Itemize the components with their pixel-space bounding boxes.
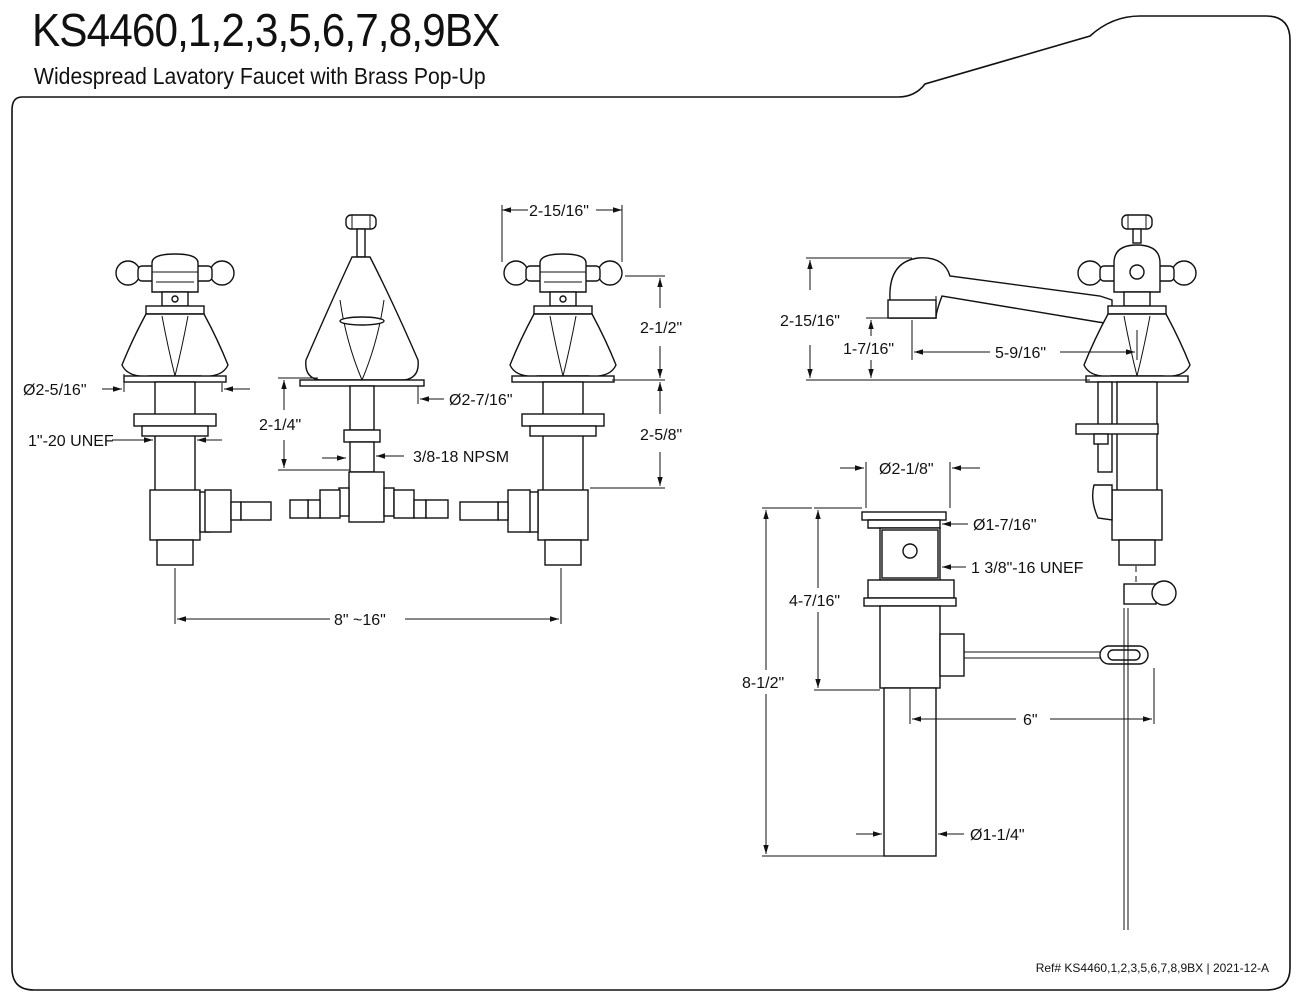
dim-overall-drain-length: 8-1/2" [742, 675, 784, 692]
dim-handle-width: 2-15/16" [529, 203, 589, 220]
dim-handle-thread: 1"-20 UNEF [28, 433, 114, 450]
product-description: Widespread Lavatory Faucet with Brass Po… [34, 63, 486, 89]
dim-faucet-height: 2-15/16" [780, 313, 840, 330]
dim-handle-height: 2-1/2" [640, 320, 682, 337]
dim-spout-clearance: 1-7/16" [843, 341, 894, 358]
front-view [102, 205, 665, 624]
dim-drain-flange-diameter: Ø2-1/8" [879, 461, 934, 478]
dim-spout-thread: 3/8-18 NPSM [413, 449, 509, 466]
model-number-title: KS4460,1,2,3,5,6,7,8,9BX [32, 4, 500, 56]
dim-spout-base-diameter: Ø2-7/16" [449, 392, 513, 409]
dim-handle-base-diameter: Ø2-5/16" [23, 382, 87, 399]
center-spout [289, 214, 449, 523]
dim-drain-body-length: 4-7/16" [789, 593, 840, 610]
left-handle-valve [115, 253, 272, 566]
reference-code: Ref# KS4460,1,2,3,5,6,7,8,9BX | 2021-12-… [1035, 961, 1269, 975]
side-dimensions [762, 257, 1155, 857]
dim-center-spread: 8" ~16" [334, 612, 386, 629]
dim-drain-body-diameter: Ø1-7/16" [973, 517, 1037, 534]
dim-spout-shank-length: 2-1/4" [259, 417, 301, 434]
side-view [762, 214, 1197, 930]
sheet-border [11, 15, 1291, 991]
right-handle-valve [459, 253, 623, 566]
dim-handle-shank-length: 2-5/8" [640, 427, 682, 444]
dim-spout-reach: 5-9/16" [995, 345, 1046, 362]
front-dimensions [102, 205, 665, 624]
dim-tailpiece-diameter: Ø1-1/4" [970, 827, 1025, 844]
dim-pivot-rod-length: 6" [1023, 712, 1038, 729]
dim-drain-thread: 1 3/8"-16 UNEF [971, 560, 1084, 577]
